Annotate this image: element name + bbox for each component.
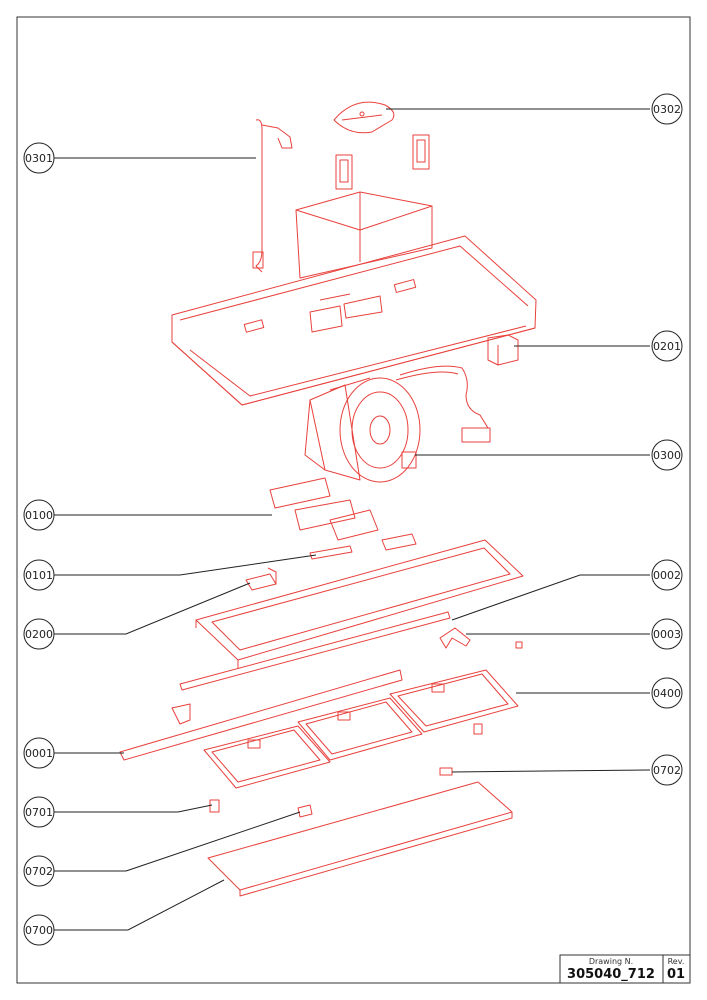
drawing-border [16, 16, 691, 984]
parts-artwork [119, 101, 537, 897]
callout-label: 0702 [25, 865, 53, 878]
callout-0003: 0003 [651, 618, 683, 650]
part-clip-left [171, 703, 191, 725]
callout-label: 0702 [653, 764, 681, 777]
drawing-number-label: Drawing N. [589, 957, 633, 966]
callout-0201: 0201 [651, 330, 683, 362]
revision-label: Rev. [668, 957, 685, 966]
callout-0200: 0200 [23, 618, 55, 650]
callout-0100: 0100 [23, 499, 55, 531]
callout-label: 0400 [653, 687, 681, 700]
callout-0002: 0002 [651, 559, 683, 591]
part-0003-bracket [439, 627, 523, 649]
part-light-rail [179, 611, 451, 691]
title-block: Drawing N. 305040_712 Rev. 01 [559, 954, 691, 984]
part-0200-clip [245, 567, 277, 591]
callout-0702-left: 0702 [23, 855, 55, 887]
callout-0302: 0302 [651, 93, 683, 125]
drawing-number: 305040_712 [567, 967, 655, 982]
part-0101-strip [309, 545, 353, 560]
callout-label: 0301 [25, 152, 53, 165]
part-0302-cap [333, 101, 395, 134]
callout-label: 0201 [653, 340, 681, 353]
part-switch-boxes [335, 134, 430, 190]
callout-label: 0300 [653, 449, 681, 462]
callout-label: 0302 [653, 103, 681, 116]
callout-0700: 0700 [23, 914, 55, 946]
part-0301-cable [252, 119, 293, 273]
callout-label: 0001 [25, 747, 53, 760]
callout-label: 0700 [25, 924, 53, 937]
callout-0301: 0301 [23, 142, 55, 174]
callout-label: 0200 [25, 628, 53, 641]
callout-label: 0002 [653, 569, 681, 582]
part-upper-chimney [295, 191, 433, 279]
callout-0101: 0101 [23, 559, 55, 591]
part-wiring [395, 365, 491, 443]
part-0002-frame [195, 539, 524, 668]
part-0201 [487, 334, 519, 366]
callout-label: 0101 [25, 569, 53, 582]
part-0400-filters [203, 669, 519, 789]
callout-label: 0701 [25, 806, 53, 819]
part-0700-panel [207, 781, 513, 897]
callout-label: 0003 [653, 628, 681, 641]
part-0300-motor [304, 377, 421, 483]
part-0001-strip [119, 669, 403, 761]
revision-number: 01 [667, 967, 685, 982]
part-small-fittings [209, 723, 483, 818]
callout-0701: 0701 [23, 796, 55, 828]
callout-0300: 0300 [651, 439, 683, 471]
part-hood-body [171, 235, 537, 406]
callout-0400: 0400 [651, 677, 683, 709]
callout-0001: 0001 [23, 737, 55, 769]
leader-lines [54, 108, 651, 931]
part-0100-control [269, 477, 417, 551]
callout-0702-right: 0702 [651, 754, 683, 786]
callout-label: 0100 [25, 509, 53, 522]
callouts: 0301 0302 0201 0300 0100 0101 0002 0200 … [23, 93, 683, 946]
